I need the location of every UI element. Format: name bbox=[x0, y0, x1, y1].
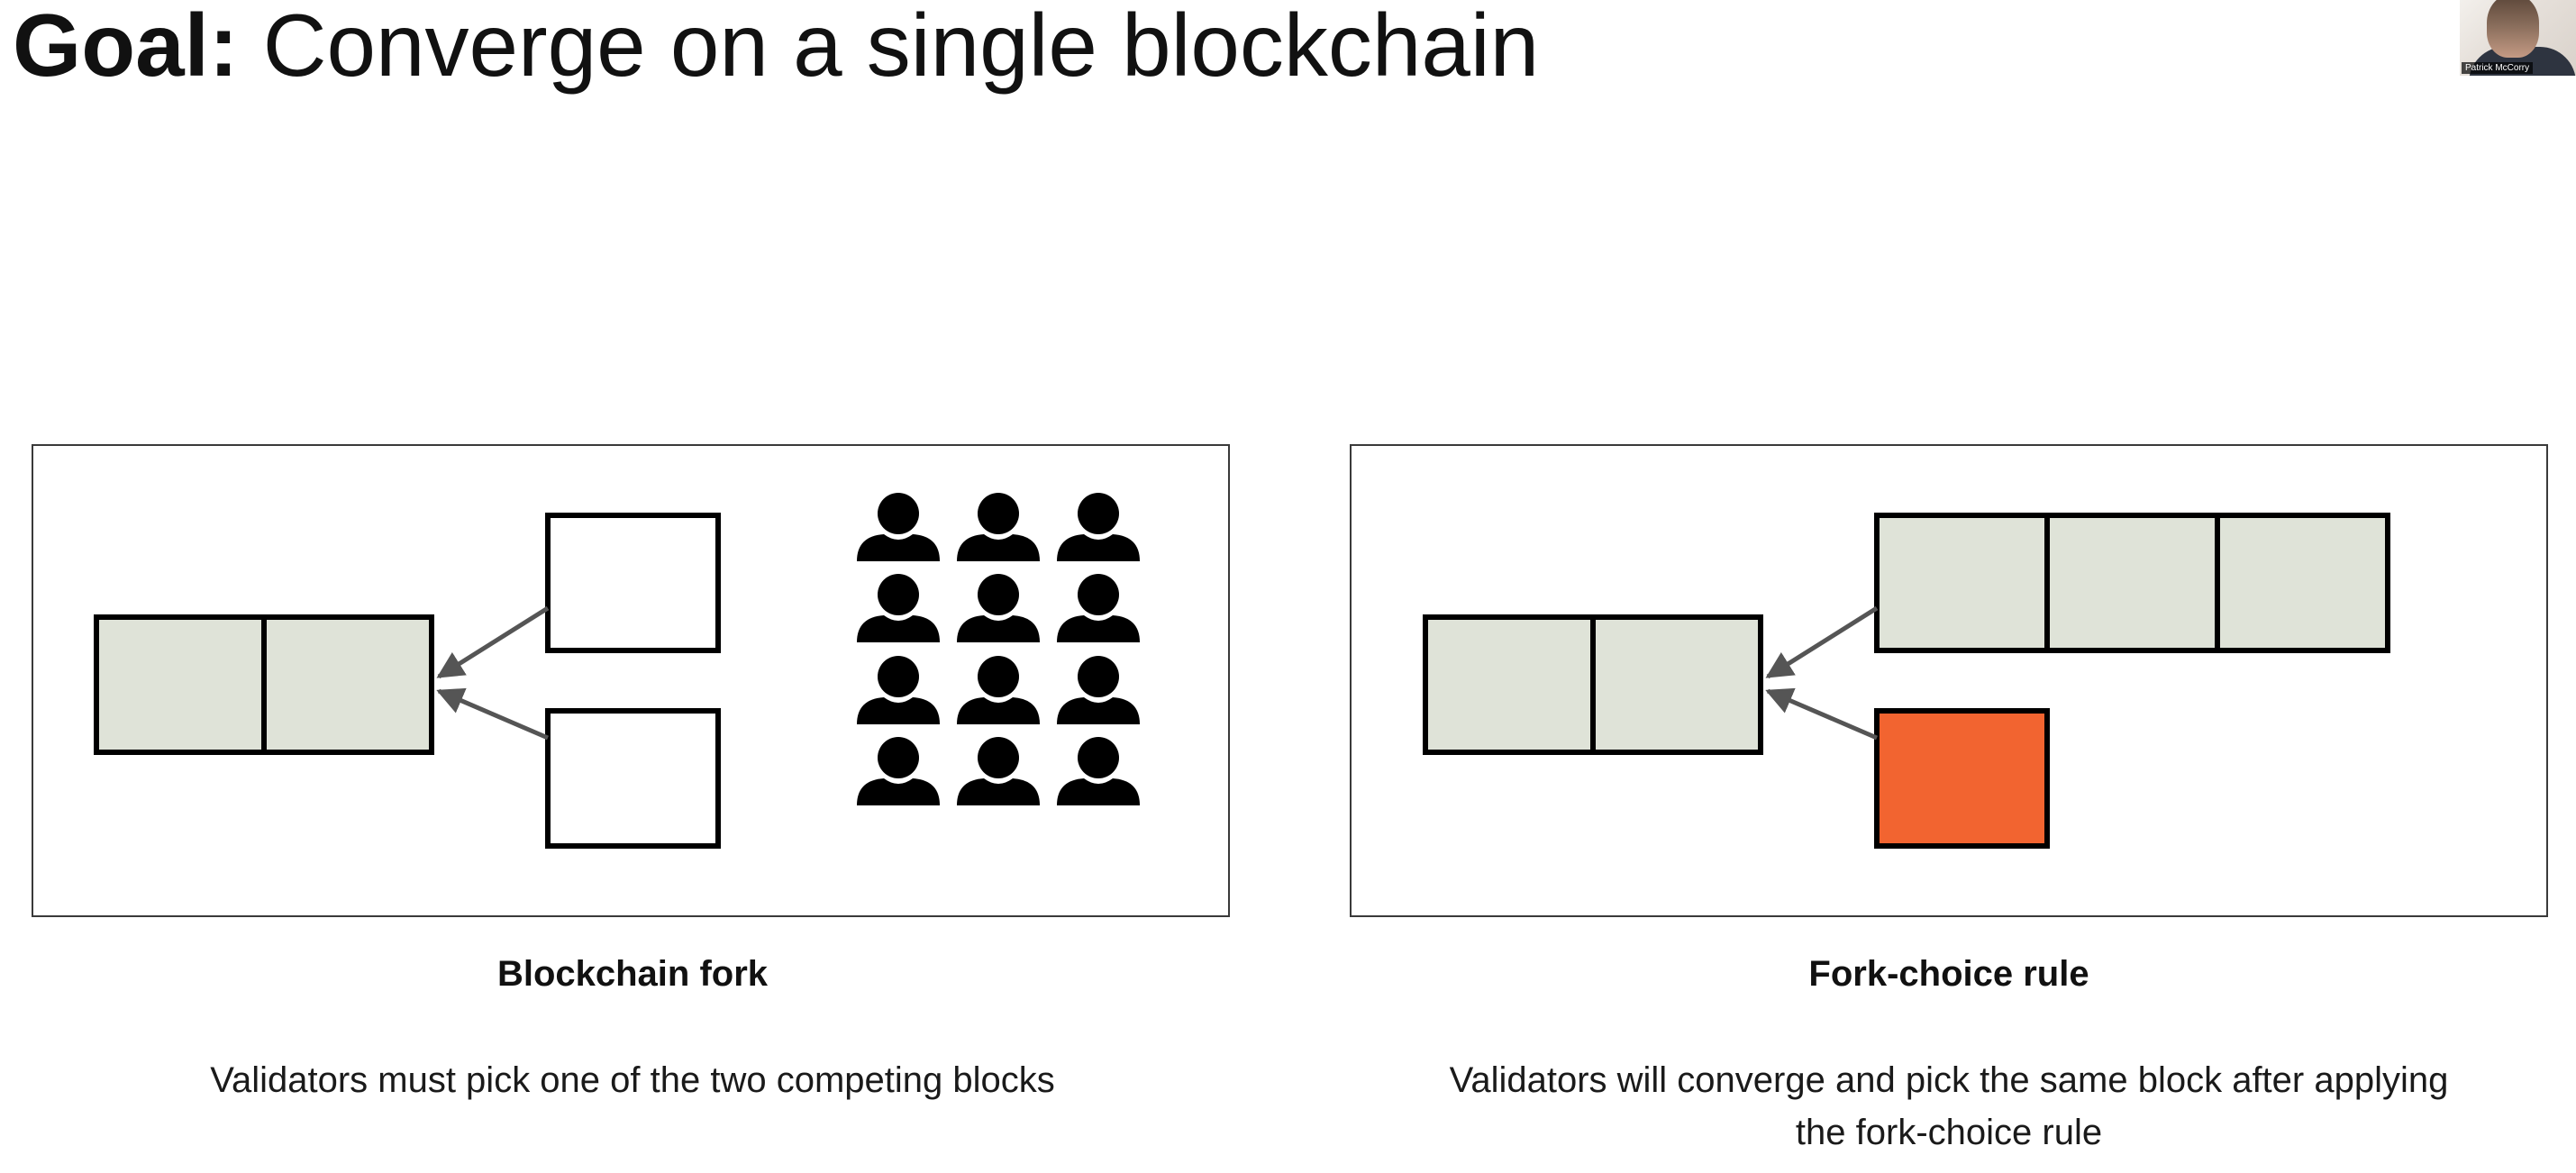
fork-arrow-bottom bbox=[1765, 687, 1878, 741]
blockchain-fork-panel bbox=[32, 444, 1230, 917]
canonical-branch bbox=[1874, 513, 2390, 653]
orphaned-block bbox=[1874, 708, 2050, 849]
fork-choice-description-line2: the fork-choice rule bbox=[1795, 1113, 2103, 1152]
person-icon bbox=[1057, 656, 1140, 724]
presenter-head bbox=[2487, 0, 2539, 58]
slide-title: Goal: Converge on a single blockchain bbox=[13, 0, 1539, 90]
person-icon bbox=[957, 574, 1040, 642]
person-icon bbox=[857, 493, 940, 561]
canonical-block-1 bbox=[1874, 513, 2050, 653]
fork-choice-description-line1: Validators will converge and pick the sa… bbox=[1449, 1060, 2449, 1100]
presenter-name-tag: Patrick McCorry bbox=[2462, 62, 2534, 74]
fork-arrow-top bbox=[1765, 605, 1879, 679]
chain-block-2 bbox=[261, 614, 434, 755]
slide-title-bold: Goal: bbox=[13, 0, 239, 95]
person-icon bbox=[957, 493, 1040, 561]
person-icon bbox=[857, 656, 940, 724]
person-icon bbox=[957, 656, 1040, 724]
fork-choice-panel bbox=[1350, 444, 2548, 917]
blockchain-fork-description: Validators must pick one of the two comp… bbox=[210, 1060, 1055, 1100]
chain-block-2 bbox=[1590, 614, 1763, 755]
slide-title-text: Converge on a single blockchain bbox=[238, 0, 1540, 95]
person-icon bbox=[857, 574, 940, 642]
person-icon bbox=[1057, 737, 1140, 805]
fork-arrows bbox=[1765, 605, 1879, 741]
blockchain-fork-title: Blockchain fork bbox=[496, 954, 769, 994]
canonical-block-3 bbox=[2215, 513, 2390, 653]
competing-block-top bbox=[545, 513, 721, 653]
fork-arrow-bottom bbox=[436, 687, 549, 741]
chain-blocks bbox=[1423, 614, 1763, 755]
chain-block-1 bbox=[94, 614, 267, 755]
presenter-webcam: Patrick McCorry bbox=[2460, 0, 2576, 76]
chain-block-1 bbox=[1423, 614, 1596, 755]
fork-arrows bbox=[436, 605, 550, 741]
canonical-block-2 bbox=[2044, 513, 2220, 653]
person-icon bbox=[1057, 574, 1140, 642]
fork-choice-title: Fork-choice rule bbox=[1808, 954, 2089, 994]
person-icon bbox=[1057, 493, 1140, 561]
competing-blocks bbox=[545, 513, 721, 849]
person-icon bbox=[957, 737, 1040, 805]
fork-choice-description: Validators will converge and pick the sa… bbox=[1348, 1054, 2550, 1159]
fork-arrow-top bbox=[436, 605, 550, 679]
fork-choice-diagram bbox=[1423, 513, 2390, 849]
competing-block-bottom bbox=[545, 708, 721, 849]
person-icon bbox=[857, 737, 940, 805]
chain-blocks bbox=[94, 614, 434, 755]
blockchain-fork-diagram bbox=[94, 493, 1140, 849]
validators-grid bbox=[857, 493, 1140, 805]
